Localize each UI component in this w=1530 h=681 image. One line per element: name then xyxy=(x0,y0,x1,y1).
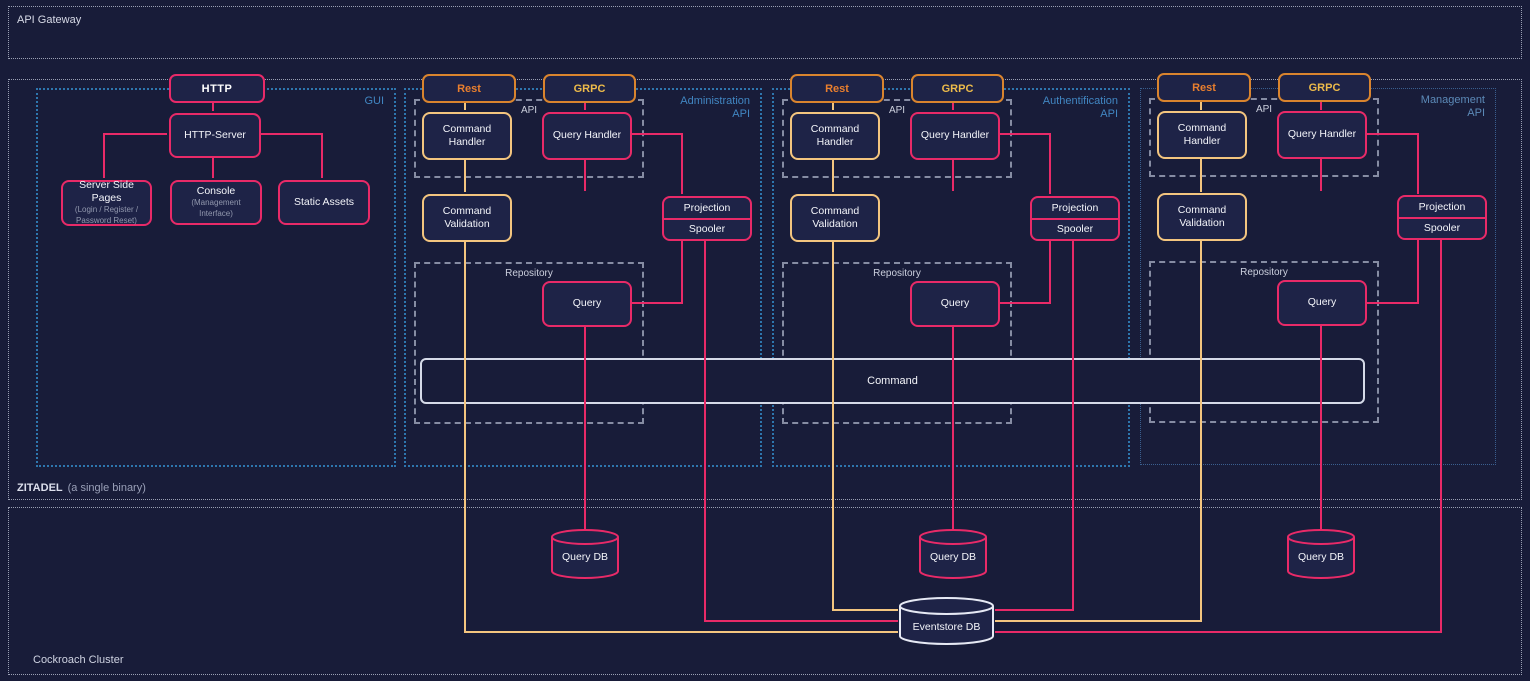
management-api-label-line1: Management xyxy=(1420,94,1485,106)
grpc-label: GRPC xyxy=(941,82,974,95)
http-server-node: HTTP-Server xyxy=(169,113,261,158)
spooler-cell: Spooler xyxy=(664,217,750,240)
section-management-api: Management API Rest GRPC API Command Han… xyxy=(1140,73,1496,465)
query-node: Query xyxy=(542,281,632,327)
query-node: Query xyxy=(910,281,1000,327)
authentification-api-label: Authentification API xyxy=(1043,95,1118,121)
section-gui: GUI HTTP HTTP-Server Server Side Pages (… xyxy=(36,74,396,467)
management-api-label: Management API xyxy=(1421,94,1485,120)
authentification-api-label-line1: Authentification xyxy=(1042,95,1118,107)
grpc-label: GRPC xyxy=(1308,81,1341,94)
command-handler-node: Command Handler xyxy=(790,112,880,160)
section-administration-api: Administration API Rest GRPC API Command… xyxy=(404,74,762,467)
zitadel-label: ZITADEL (a single binary) xyxy=(17,482,146,494)
server-side-pages-subtitle-1: (Login / Register / xyxy=(74,205,139,215)
repository-group-label: Repository xyxy=(505,268,553,279)
repository-group-label: Repository xyxy=(1240,267,1288,278)
http-node: HTTP xyxy=(169,74,265,103)
spooler-cell: Spooler xyxy=(1032,217,1118,240)
projection-cell: Projection xyxy=(1051,201,1099,214)
projection-cell: Projection xyxy=(1418,200,1466,213)
query-handler-node: Query Handler xyxy=(910,112,1000,160)
zitadel-name: ZITADEL xyxy=(17,482,63,494)
command-handler-node: Command Handler xyxy=(1157,111,1247,159)
query-node: Query xyxy=(1277,280,1367,326)
command-handler-node: Command Handler xyxy=(422,112,512,160)
console-node: Console (Management Interface) xyxy=(170,180,262,225)
rest-label: Rest xyxy=(825,82,849,95)
authentification-api-label-line2: API xyxy=(1100,108,1118,121)
console-title: Console xyxy=(196,185,236,198)
spooler-cell: Spooler xyxy=(1399,216,1485,239)
administration-api-label: Administration API xyxy=(680,95,750,121)
grpc-button: GRPC xyxy=(1278,73,1371,102)
management-api-label-line2: API xyxy=(1467,107,1485,120)
command-validation-node: Command Validation xyxy=(422,194,512,242)
repository-group-label: Repository xyxy=(873,268,921,279)
static-assets-node: Static Assets xyxy=(278,180,370,225)
server-side-pages-title: Server Side Pages xyxy=(79,179,134,205)
cockroach-cluster-container: Cockroach Cluster xyxy=(8,507,1522,675)
cockroach-cluster-label: Cockroach Cluster xyxy=(33,654,124,666)
grpc-button: GRPC xyxy=(911,74,1004,103)
gui-section-label: GUI xyxy=(364,95,384,107)
command-validation-node: Command Validation xyxy=(1157,193,1247,241)
server-side-pages-node: Server Side Pages (Login / Register / Pa… xyxy=(61,179,152,226)
rest-label: Rest xyxy=(1192,81,1216,94)
administration-api-label-line2: API xyxy=(732,108,750,121)
query-handler-node: Query Handler xyxy=(1277,111,1367,159)
projection-cell: Projection xyxy=(683,201,731,214)
administration-api-label-line1: Administration xyxy=(680,95,750,107)
projection-spooler-node: Projection Spooler xyxy=(662,196,752,241)
rest-button: Rest xyxy=(422,74,516,103)
command-validation-node: Command Validation xyxy=(790,194,880,242)
server-side-pages-subtitle-2: Password Reset) xyxy=(76,216,137,226)
zitadel-subtitle: (a single binary) xyxy=(67,482,146,494)
rest-label: Rest xyxy=(457,82,481,95)
projection-spooler-node: Projection Spooler xyxy=(1030,196,1120,241)
rest-button: Rest xyxy=(1157,73,1251,102)
section-authentification-api: Authentification API Rest GRPC API Comma… xyxy=(772,74,1130,467)
grpc-label: GRPC xyxy=(573,82,606,95)
grpc-button: GRPC xyxy=(543,74,636,103)
command-bar-node: Command xyxy=(420,358,1365,404)
console-subtitle: (Management Interface) xyxy=(191,198,241,219)
api-gateway-container: API Gateway xyxy=(8,6,1522,59)
api-gateway-label: API Gateway xyxy=(17,14,82,26)
rest-button: Rest xyxy=(790,74,884,103)
query-handler-node: Query Handler xyxy=(542,112,632,160)
projection-spooler-node: Projection Spooler xyxy=(1397,195,1487,240)
